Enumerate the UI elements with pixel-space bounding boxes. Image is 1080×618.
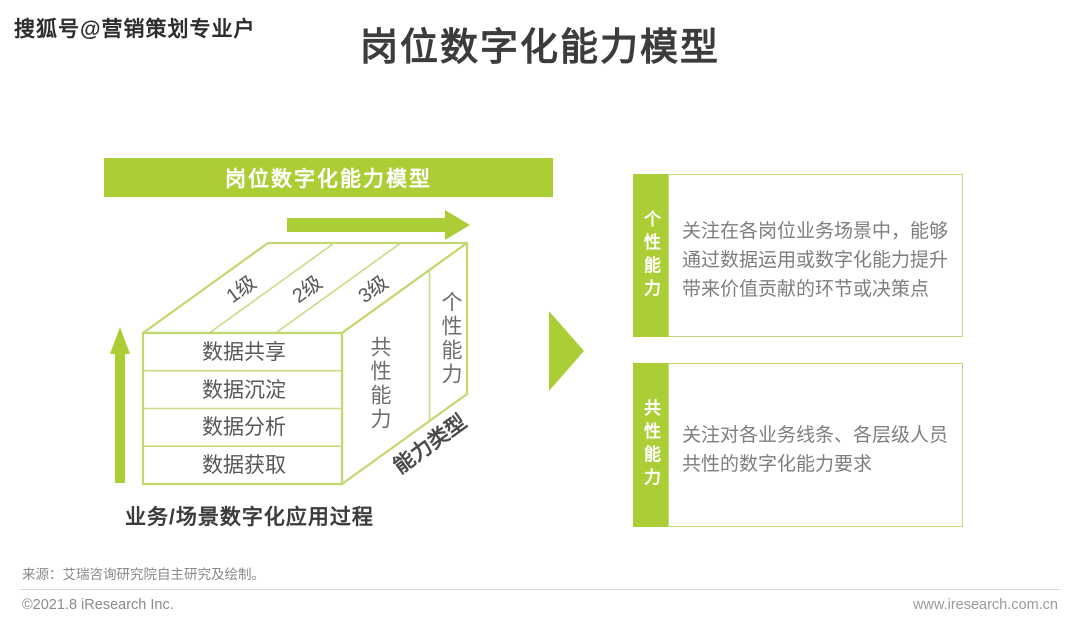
description-line: 关注对各业务线条、各层级人员 xyxy=(682,425,949,446)
description-line: 共性的数字化能力要求 xyxy=(682,454,873,475)
common-capability-face-label: 共性能力 xyxy=(368,336,391,432)
right-pointing-triangle-icon xyxy=(549,311,584,391)
source-note: 来源：艾瑞咨询研究院自主研究及绘制。 xyxy=(22,567,265,582)
individual-capability-tab: 个性能力 xyxy=(633,174,668,337)
copyright-text: ©2021.8 iResearch Inc. xyxy=(22,597,174,613)
individual-capability-description: 关注在各岗位业务场景中，能够 通过数据运用或数字化能力提升 带来价值贡献的环节或… xyxy=(668,174,963,337)
box-row-label: 数据分析 xyxy=(202,416,286,439)
box-row-label: 数据共享 xyxy=(202,341,286,364)
right-arrow-icon xyxy=(287,210,470,240)
box-row-label: 数据获取 xyxy=(202,454,286,477)
x-axis-label: 业务/场景数字化应用过程 xyxy=(125,506,374,529)
capability-model-diagram: 数据共享 数据沉淀 数据分析 数据获取 1级 2级 3级 能力类型 xyxy=(110,210,584,486)
box-row-label: 数据沉淀 xyxy=(202,379,286,402)
website-text: www.iresearch.com.cn xyxy=(912,597,1058,613)
common-capability-description: 关注对各业务线条、各层级人员 共性的数字化能力要求 xyxy=(668,363,963,527)
description-line: 带来价值贡献的环节或决策点 xyxy=(682,279,930,300)
page-title: 岗位数字化能力模型 xyxy=(359,27,721,69)
level-divider xyxy=(208,242,335,334)
watermark: 搜狐号@营销策划专业户 xyxy=(14,18,256,41)
up-arrow-icon xyxy=(110,327,130,483)
description-line: 关注在各岗位业务场景中，能够 xyxy=(682,221,949,242)
common-capability-panel: 共性能力 关注对各业务线条、各层级人员 共性的数字化能力要求 xyxy=(633,363,963,527)
description-line: 通过数据运用或数字化能力提升 xyxy=(682,250,949,271)
individual-capability-panel: 个性能力 关注在各岗位业务场景中，能够 通过数据运用或数字化能力提升 带来价值贡… xyxy=(633,174,963,337)
level-divider xyxy=(275,242,402,334)
common-capability-tab: 共性能力 xyxy=(633,363,668,527)
individual-capability-face-label: 个性能力 xyxy=(439,291,462,387)
footer-divider xyxy=(20,589,1060,590)
model-banner: 岗位数字化能力模型 xyxy=(104,158,553,197)
